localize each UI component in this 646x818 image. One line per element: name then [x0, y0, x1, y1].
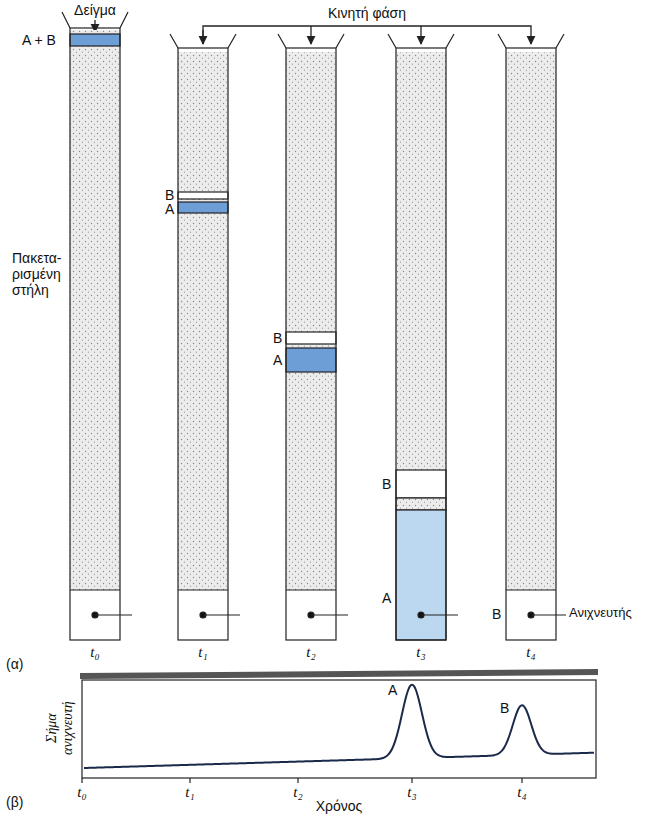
panel-label: (α): [6, 656, 23, 672]
detector-label: Ανιχνευτής: [569, 606, 632, 621]
axis-label: Χρόνος: [316, 798, 363, 814]
peak-label: B: [500, 700, 509, 716]
time-label: t₂: [306, 644, 315, 661]
detector-signal: [84, 685, 594, 768]
axis-label: Σήμα ανιχνευτή: [44, 688, 76, 768]
band-label: A: [165, 201, 174, 217]
time-label: t₀: [77, 784, 86, 801]
flow-arrows: [95, 20, 531, 44]
column-label: Πακετα- ρισμένη στήλη: [12, 250, 68, 298]
time-label: t₂: [293, 784, 302, 801]
time-label: t₁: [185, 784, 194, 801]
packed-column: [498, 34, 566, 640]
band-label: A: [273, 352, 282, 368]
panel-label: (β): [6, 794, 23, 810]
band-label: B: [273, 330, 282, 346]
sample-label: Δείγμα: [74, 2, 116, 18]
time-label: t₄: [526, 644, 535, 661]
packed-column: [62, 12, 132, 640]
band-label: B: [492, 606, 501, 622]
chromatogram-frame: [80, 672, 598, 783]
time-label: t₁: [198, 644, 207, 661]
band-label: A: [382, 590, 391, 606]
band-label: A + B: [22, 32, 56, 48]
band-label: B: [165, 187, 174, 203]
time-label: t₄: [517, 784, 526, 801]
packed-column: [278, 34, 348, 640]
packed-column: [170, 34, 240, 640]
mobile-phase-label: Κινητή φάση: [328, 5, 406, 21]
time-label: t₀: [90, 644, 99, 661]
peak-label: A: [388, 682, 397, 698]
band-label: B: [382, 476, 391, 492]
time-label: t₃: [416, 644, 425, 661]
packed-column: [388, 34, 458, 640]
time-label: t₃: [407, 784, 416, 801]
